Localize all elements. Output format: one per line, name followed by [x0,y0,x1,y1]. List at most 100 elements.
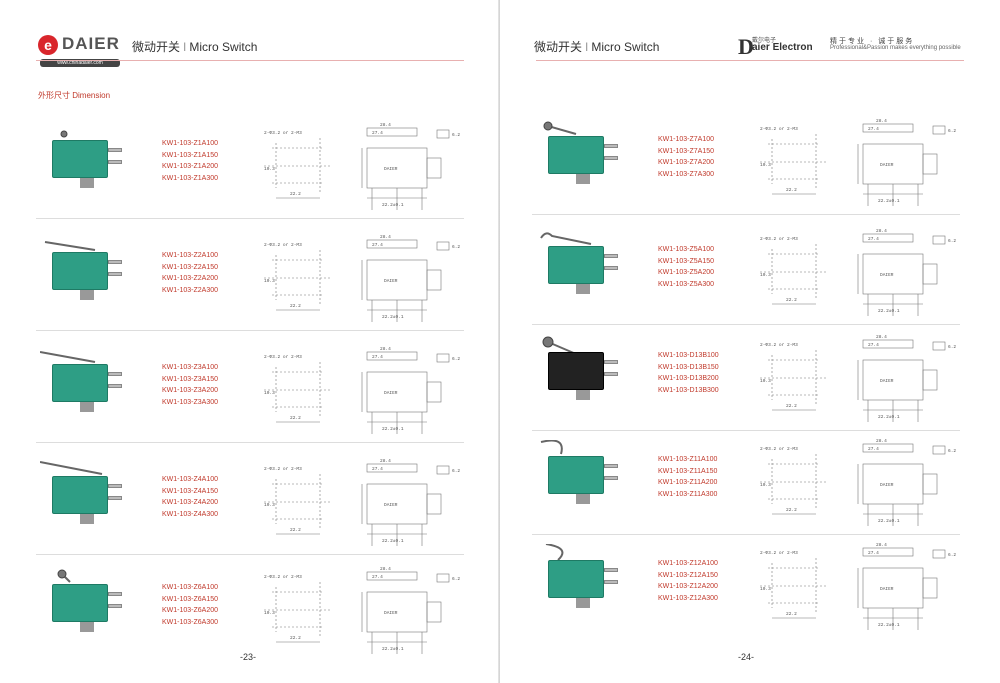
terminal [108,372,122,376]
hole-note-label: 2-Φ3.2 or 2-M3 [264,574,302,580]
model-number: KW1-103-Z7A200 [658,159,715,166]
hole-note-label: 2-Φ3.2 or 2-M3 [264,242,302,248]
row-divider [532,324,960,325]
switch-base [80,402,94,412]
width-dim-label: 22.2 [786,403,797,409]
terminal [604,144,618,148]
height-dim-label: 10.3 [760,482,771,488]
body-dim-label: 27.4 [372,130,383,136]
lever-icon [40,351,96,363]
height-dim-label: 10.3 [760,162,771,168]
title-en: Micro Switch [189,40,258,54]
small-dim-label: 6.2 [452,576,460,582]
brand-mark-label: DAIER [384,502,398,508]
model-number: KW1-103-Z3A100 [162,364,219,371]
top-dimension-box [366,351,418,361]
small-dim-label: 6.2 [948,552,956,558]
title-cn: 微动开关 [534,40,583,54]
lever-roller [57,569,67,579]
length-dim-label: 28.4 [380,566,391,572]
page-number: -23- [240,652,257,662]
tab-box [932,341,946,351]
model-number: KW1-103-Z11A200 [658,479,718,486]
terminal [604,360,618,364]
lever-arm [545,544,564,561]
length-dim-label: 28.4 [380,234,391,240]
model-number: KW1-103-Z4A150 [162,487,219,495]
height-dim-label: 10.3 [760,378,771,384]
brand-mark-label: DAIER [880,162,894,168]
small-dim-label: 6.2 [452,468,460,474]
width-dim-label: 22.2 [786,507,797,513]
height-dim-label: 10.3 [760,586,771,592]
switch-body [548,352,604,390]
lever-arm [44,241,96,251]
title-en: Micro Switch [591,40,660,54]
switch-body [52,364,108,402]
lever-arm [540,232,592,245]
tab-box [436,465,450,475]
small-dim-label: 6.2 [948,128,956,134]
title-separator: I [585,40,589,54]
lever-icon [540,440,563,455]
height-dim-label: 10.3 [760,272,771,278]
terminal-outline [426,157,442,179]
height-dim-label: 10.3 [264,610,275,616]
model-number: KW1-103-Z2A200 [162,275,219,282]
terminal [604,156,618,160]
pitch-dim-label: 22.2±0.1 [878,414,900,420]
lever-roller [543,121,553,131]
small-dim-label: 6.2 [452,132,460,138]
terminal-outline [426,381,442,403]
switch-photo [40,236,150,316]
top-dimension-box [862,123,914,133]
row-divider [36,554,464,555]
tagline-cn: 精于专业 · 诚于服务 [830,38,915,45]
brand-mark-label: DAIER [384,610,398,616]
body-dim-label: 27.4 [868,126,879,132]
actuator-button [60,130,68,138]
lever-icon [57,569,71,583]
right-header-rule [536,60,964,61]
lever-arm [547,125,577,135]
hole-note-label: 2-Φ3.2 or 2-M3 [264,466,302,472]
small-dim-label: 6.2 [452,244,460,250]
terminal-outline [922,577,938,599]
lever-icon [540,232,592,245]
height-dim-label: 10.3 [264,390,275,396]
model-number: KW1-103-D13B100 [658,352,719,359]
page-number: -24- [738,652,755,662]
brand-electron-name: aier Electron [752,42,813,53]
terminal-outline [426,269,442,291]
tab-box [436,353,450,363]
switch-base [576,390,590,400]
tab-box [932,235,946,245]
brand-mark-label: DAIER [880,586,894,592]
terminal-outline [922,153,938,175]
terminal [108,160,122,164]
tab-box [932,445,946,455]
tab-box [932,125,946,135]
brand-name: DAIER [62,34,120,53]
model-number: KW1-103-D13B150 [658,363,719,371]
terminal [108,496,122,500]
switch-photo [40,460,150,540]
length-dim-label: 28.4 [876,118,887,124]
model-number: KW1-103-Z6A100 [162,584,219,591]
